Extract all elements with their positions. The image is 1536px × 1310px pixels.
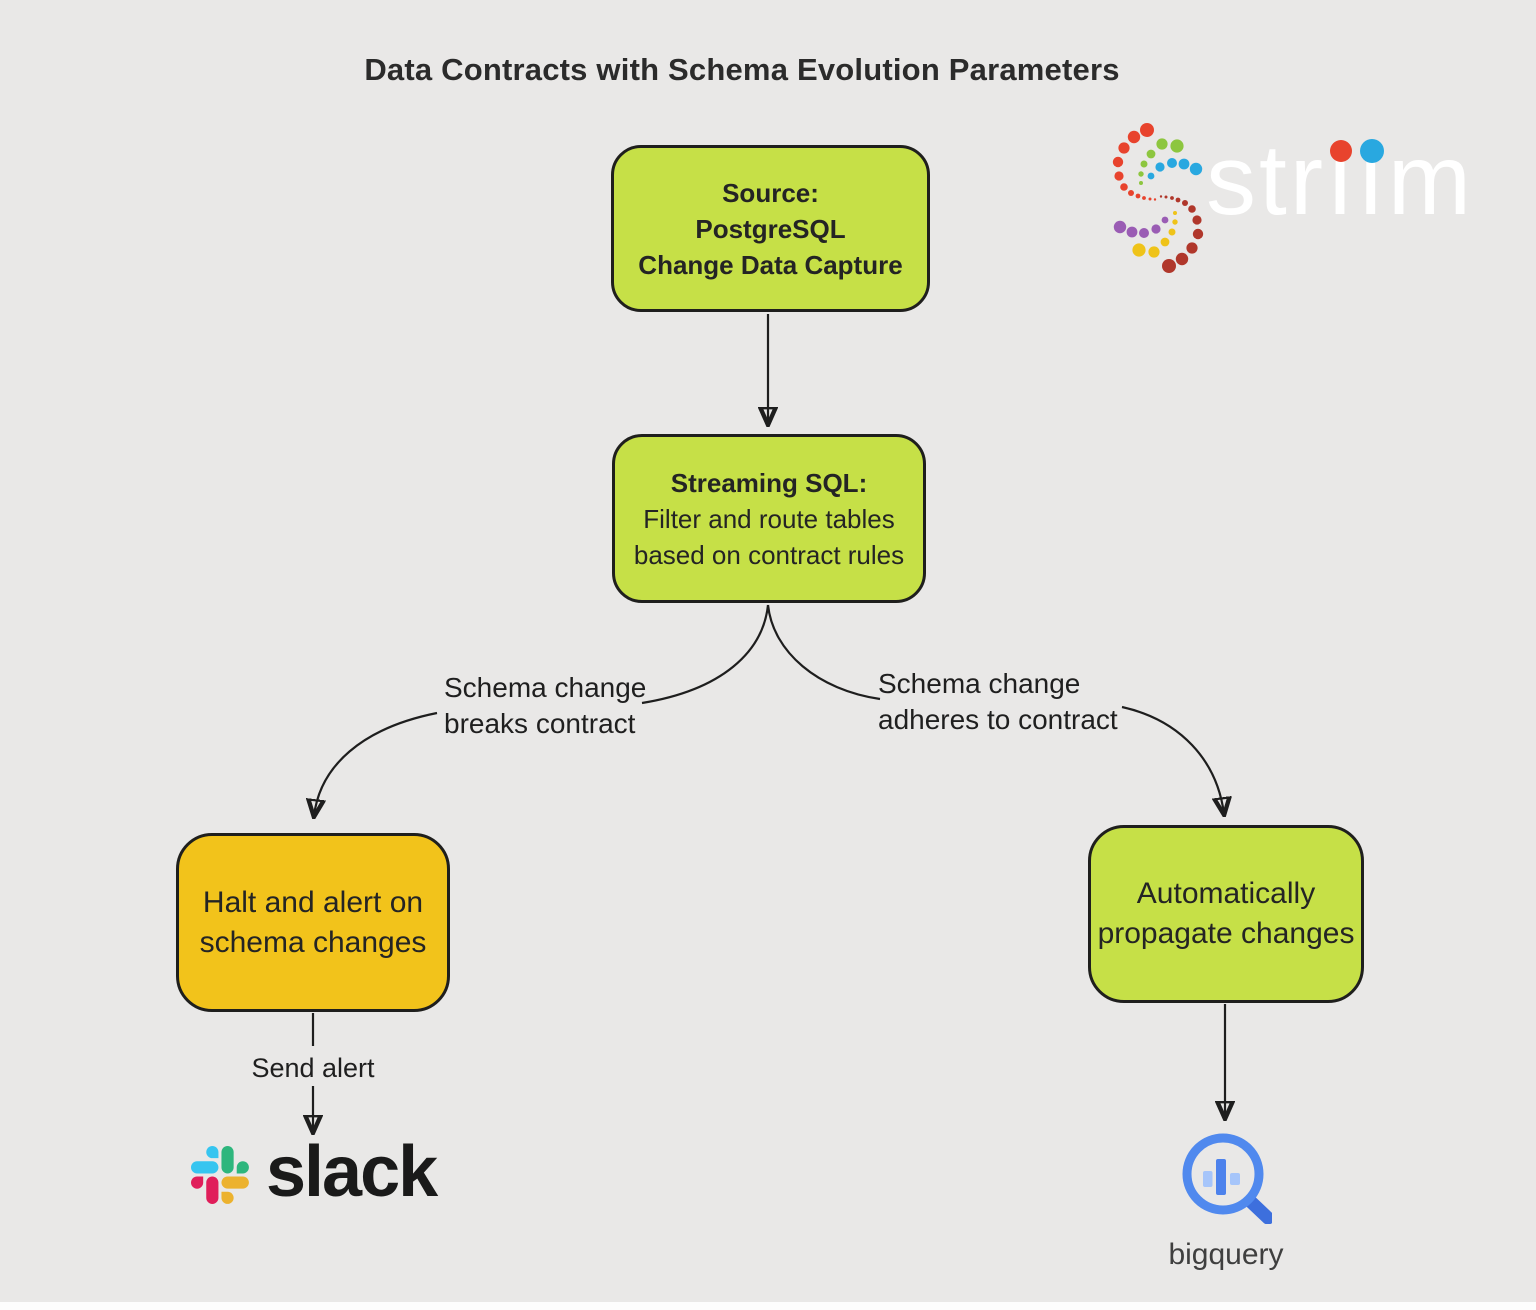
bigquery-icon	[1182, 1133, 1275, 1225]
node-source: Source: PostgreSQL Change Data Capture	[611, 145, 930, 312]
node-halt-line1: Halt and alert on	[202, 885, 424, 919]
edge-label-send-alert: Send alert	[251, 1053, 375, 1083]
node-source-line3: Change Data Capture	[638, 249, 903, 280]
slack-wordmark: slack	[266, 1132, 438, 1212]
slack-icon	[191, 1146, 249, 1204]
bigquery-logo: bigquery	[1168, 1128, 1296, 1278]
edge-label-breaks-contract: Schema change breaks contract	[444, 672, 647, 739]
striim-i-dot-red	[1330, 140, 1353, 162]
node-halt-line2: schema changes	[199, 925, 427, 959]
bigquery-label: bigquery	[1168, 1238, 1284, 1271]
slack-logo: slack	[185, 1132, 465, 1230]
edge-label-adheres-contract: Schema change adheres to contract	[878, 668, 1118, 735]
node-streaming-line2: Filter and route tables	[643, 503, 895, 534]
diagram-title: Data Contracts with Schema Evolution Par…	[364, 52, 1120, 87]
edge-adheres-to-propagate	[1121, 705, 1224, 814]
node-propagate-line1: Automatically	[1136, 877, 1316, 910]
node-source-line2: PostgreSQL	[695, 213, 846, 244]
node-streaming-title: Streaming SQL:	[670, 467, 868, 498]
node-source-title: Source:	[722, 177, 819, 208]
node-streaming-line3: based on contract rules	[633, 539, 905, 570]
striim-s-icon	[1112, 123, 1204, 273]
striim-i-dot-blue	[1360, 139, 1385, 163]
edge-breaks-to-halt	[314, 711, 438, 816]
node-halt-alert: Halt and alert on schema changes	[176, 833, 450, 1012]
node-propagate: Automatically propagate changes	[1088, 825, 1364, 1003]
node-propagate-line2: propagate changes	[1097, 917, 1355, 950]
bottom-edge-strip	[0, 1302, 1536, 1310]
node-streaming-sql: Streaming SQL: Filter and route tables b…	[612, 434, 926, 603]
edge-fork-right	[766, 604, 881, 701]
edge-fork-left	[641, 604, 770, 705]
